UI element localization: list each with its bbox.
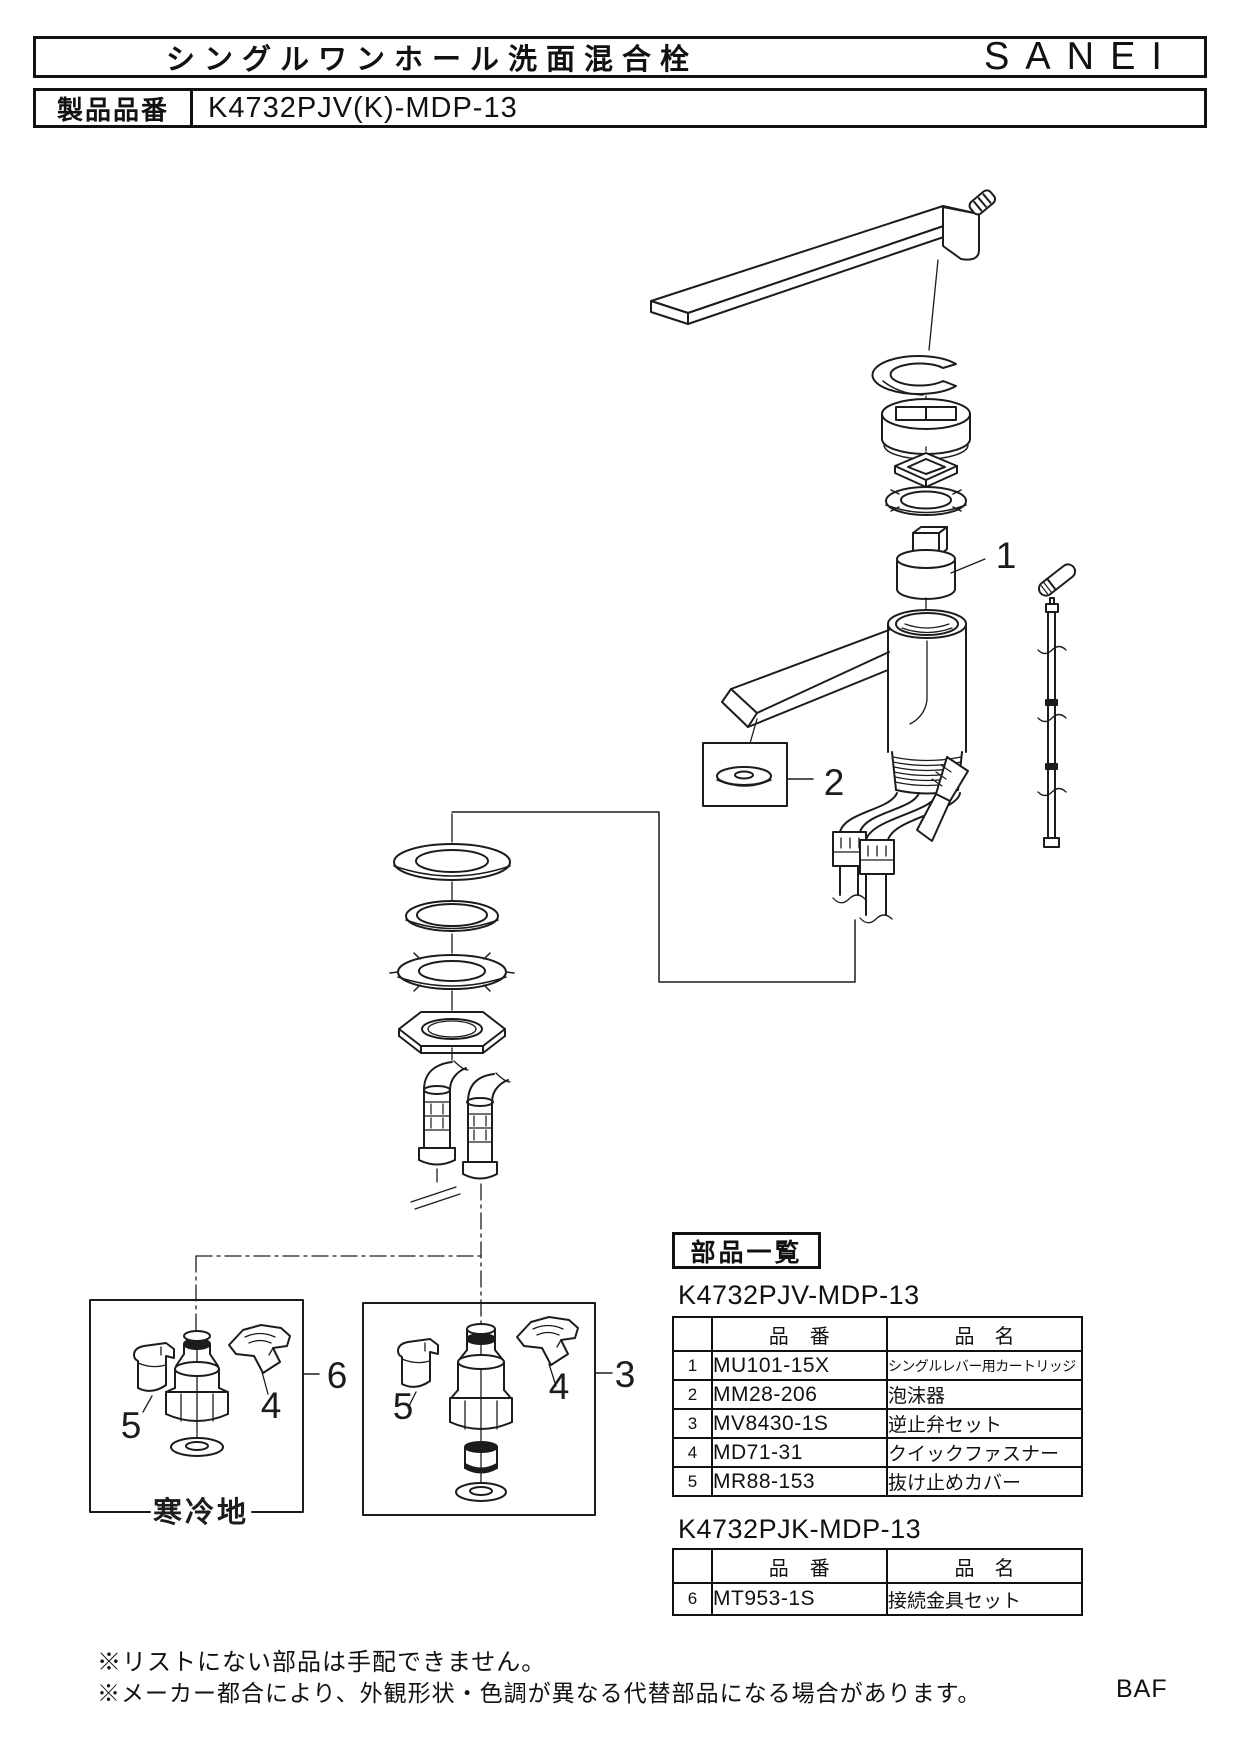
parts-list-title: 部品一覧 [672, 1232, 821, 1269]
cell-no: 1 [672, 1350, 713, 1381]
cell-code: MM28-206 [711, 1379, 888, 1410]
callout-6: 6 [327, 1355, 348, 1396]
part-flange [393, 843, 511, 881]
page-code: BAF [1116, 1675, 1168, 1703]
connector-lines [451, 811, 856, 983]
part-supply-hoses [832, 792, 961, 924]
header-no [672, 1316, 713, 1352]
callout-4-left: 4 [261, 1385, 282, 1426]
part-retaining-clip [871, 355, 957, 405]
part-square-nut [894, 452, 958, 488]
model-caption-1: K4732PJV-MDP-13 [678, 1280, 920, 1310]
cell-code: MD71-31 [711, 1437, 888, 1468]
cell-code: MV8430-1S [711, 1408, 888, 1439]
part-handle-cap [881, 398, 971, 460]
part-clip-left [228, 1324, 291, 1374]
table-row: 5 MR88-153 抜け止めカバー [672, 1466, 1083, 1497]
table-row: 2 MM28-206 泡沫器 [672, 1379, 1083, 1410]
cell-no: 6 [672, 1582, 713, 1616]
callout-5-right: 5 [393, 1386, 414, 1427]
cell-name: 逆止弁セット [886, 1408, 1083, 1439]
part-mounting-nut [398, 1011, 506, 1054]
part-hex-pin [1037, 563, 1077, 597]
callout-5-left: 5 [121, 1405, 142, 1446]
break-marks [410, 1186, 461, 1210]
part-clip-right [516, 1316, 579, 1366]
parts-table-1: 品 番 品 名 1 MU101-15X シングルレバー用カートリッジ 2 MM2… [672, 1316, 1083, 1497]
table-header-row: 品 番 品 名 [672, 1548, 1083, 1584]
cell-code: MT953-1S [711, 1582, 888, 1616]
part-faucet-body [721, 597, 967, 795]
part-supply-pipe [1037, 597, 1067, 848]
header-no [672, 1548, 713, 1584]
page-title: シングルワンホール洗面混合栓 [166, 44, 699, 76]
callout-1: 1 [996, 535, 1017, 576]
footnote-2: ※メーカー都合により、外観形状・色調が異なる代替部品になる場合があります。 [97, 1680, 982, 1706]
part-lock-washer [389, 952, 515, 992]
cell-name: 接続金具セット [886, 1582, 1083, 1616]
cell-name: シングルレバー用カートリッジ [886, 1350, 1083, 1381]
cold-region-box [89, 1299, 320, 1513]
part-pipe-end [916, 756, 969, 842]
table-row: 3 MV8430-1S 逆止弁セット [672, 1408, 1083, 1439]
table-row: 4 MD71-31 クイックファスナー [672, 1437, 1083, 1468]
part-check-valve [449, 1323, 513, 1502]
part-aerator [716, 766, 772, 787]
cell-no: 4 [672, 1437, 713, 1468]
part-set-screw [968, 189, 997, 216]
part-cover-right [397, 1338, 439, 1388]
center-dash-lines [195, 1183, 482, 1333]
callout-3: 3 [615, 1354, 636, 1395]
part-lock-ring [885, 486, 967, 516]
brand-logo: SANEI [983, 35, 1178, 78]
table-row: 6 MT953-1S 接続金具セット [672, 1582, 1083, 1616]
cell-name: クイックファスナー [886, 1437, 1083, 1468]
part-cover-left [133, 1342, 175, 1392]
part-fitting-left [165, 1330, 229, 1457]
cold-region-label: 寒冷地 [153, 1495, 249, 1529]
table-header-row: 品 番 品 名 [672, 1316, 1083, 1352]
standard-box [362, 1302, 613, 1516]
part-hose-connectors [418, 1060, 511, 1183]
cell-no: 2 [672, 1379, 713, 1410]
callout-2: 2 [824, 762, 845, 803]
product-number-label: 製品品番 [36, 91, 193, 125]
part-gasket [405, 900, 499, 932]
cell-name: 抜け止めカバー [886, 1466, 1083, 1497]
part-aerator-box [702, 742, 814, 807]
header-name: 品 名 [886, 1548, 1083, 1584]
table-row: 1 MU101-15X シングルレバー用カートリッジ [672, 1350, 1083, 1381]
cell-no: 3 [672, 1408, 713, 1439]
cell-code: MR88-153 [711, 1466, 888, 1497]
model-caption-2: K4732PJK-MDP-13 [678, 1514, 922, 1544]
part-lever-handle [650, 205, 980, 351]
footnote-1: ※リストにない部品は手配できません。 [97, 1649, 547, 1676]
callout-4-right: 4 [549, 1366, 570, 1407]
cell-name: 泡沫器 [886, 1379, 1083, 1410]
header-code: 品 番 [711, 1316, 888, 1352]
parts-table-2: 品 番 品 名 6 MT953-1S 接続金具セット [672, 1548, 1083, 1616]
product-number-value: K4732PJV(K)-MDP-13 [208, 91, 518, 124]
header-code: 品 番 [711, 1548, 888, 1584]
part-cartridge [896, 526, 986, 600]
header-name: 品 名 [886, 1316, 1083, 1352]
part-mounting-stack [389, 813, 515, 1061]
cell-no: 5 [672, 1466, 713, 1497]
header-title-bar: シングルワンホール洗面混合栓 SANEI [33, 35, 1207, 78]
cell-code: MU101-15X [711, 1350, 888, 1381]
product-number-bar: 製品品番 K4732PJV(K)-MDP-13 [33, 88, 1207, 128]
